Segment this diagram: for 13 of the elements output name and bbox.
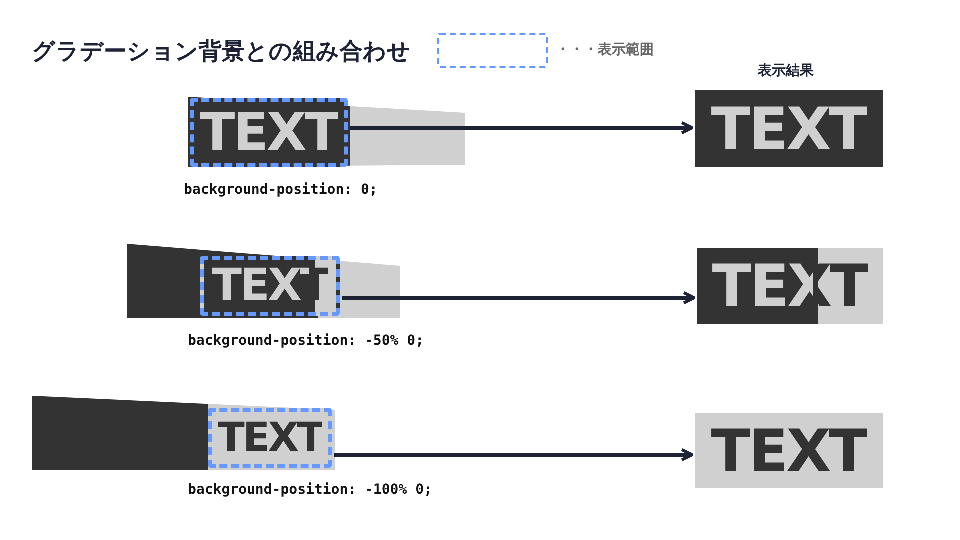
result-box xyxy=(695,90,883,167)
code-text: background-position: -100% 0; xyxy=(188,482,432,498)
arrow xyxy=(334,448,694,462)
legend-text: ・・・表示範囲 xyxy=(556,41,654,59)
arrow xyxy=(350,121,694,135)
result-box xyxy=(695,413,883,488)
title: グラデーション背景との組み合わせ xyxy=(32,38,411,67)
code-text: background-position: -50% 0; xyxy=(188,333,424,349)
arrow xyxy=(342,291,696,305)
code-text: background-position: 0; xyxy=(184,182,378,198)
column-heading: 表示結果 xyxy=(758,62,814,80)
display-area-box xyxy=(208,408,332,468)
display-area-box xyxy=(190,98,348,167)
